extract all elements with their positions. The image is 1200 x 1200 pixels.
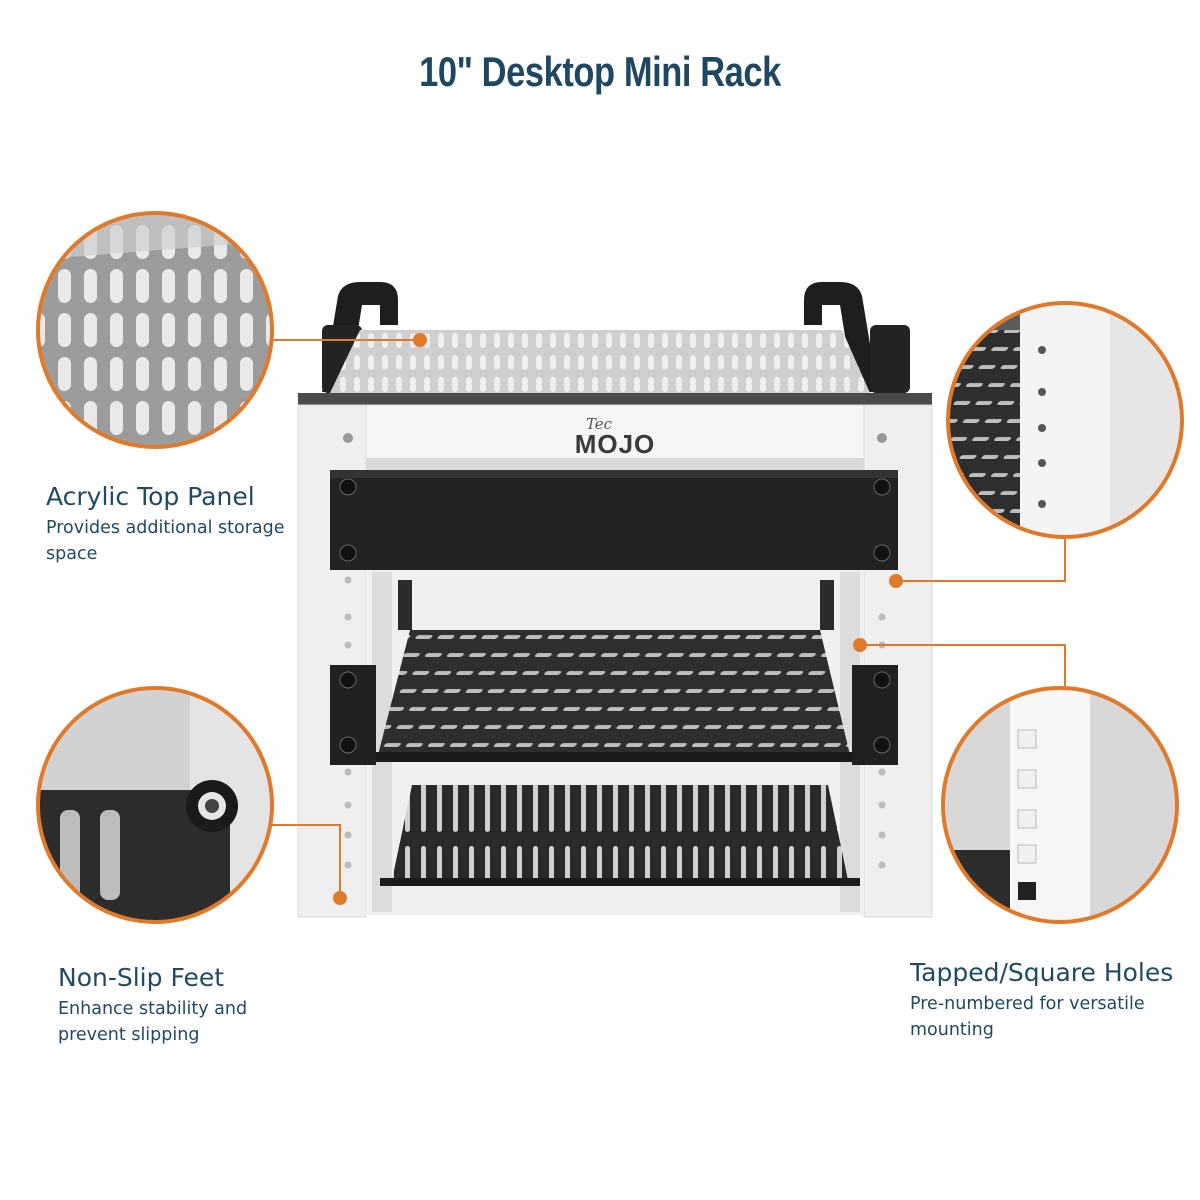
feature-feet-name: Non-Slip Feet	[58, 963, 225, 992]
feature-top-panel-desc: Provides additional storage space	[46, 518, 285, 564]
feature-feet: Non-Slip Feet Enhance stability and prev…	[58, 963, 288, 1048]
zoom-non-slip-feet	[36, 686, 274, 924]
brand-logo: Tec MOJO	[560, 417, 670, 459]
rack	[297, 282, 933, 918]
feature-top-panel: Acrylic Top Panel Provides additional st…	[46, 482, 306, 567]
callout-dots	[333, 333, 903, 905]
feature-holes: Tapped/Square Holes Pre-numbered for ver…	[910, 958, 1190, 1043]
brand-logo-mojo: MOJO	[574, 429, 656, 459]
feature-holes-desc: Pre-numbered for versatile mounting	[910, 994, 1145, 1040]
zoom-square-holes	[941, 686, 1179, 924]
feature-top-panel-name: Acrylic Top Panel	[46, 482, 255, 511]
callout-lines	[270, 339, 1066, 897]
zoom-top-panel	[36, 211, 274, 449]
page-title: 10" Desktop Mini Rack	[419, 48, 781, 95]
zoom-tapped-holes	[946, 301, 1184, 539]
feature-holes-name: Tapped/Square Holes	[910, 958, 1174, 987]
brand-logo-tec: Tec	[585, 415, 613, 433]
feature-feet-desc: Enhance stability and prevent slipping	[58, 999, 248, 1045]
